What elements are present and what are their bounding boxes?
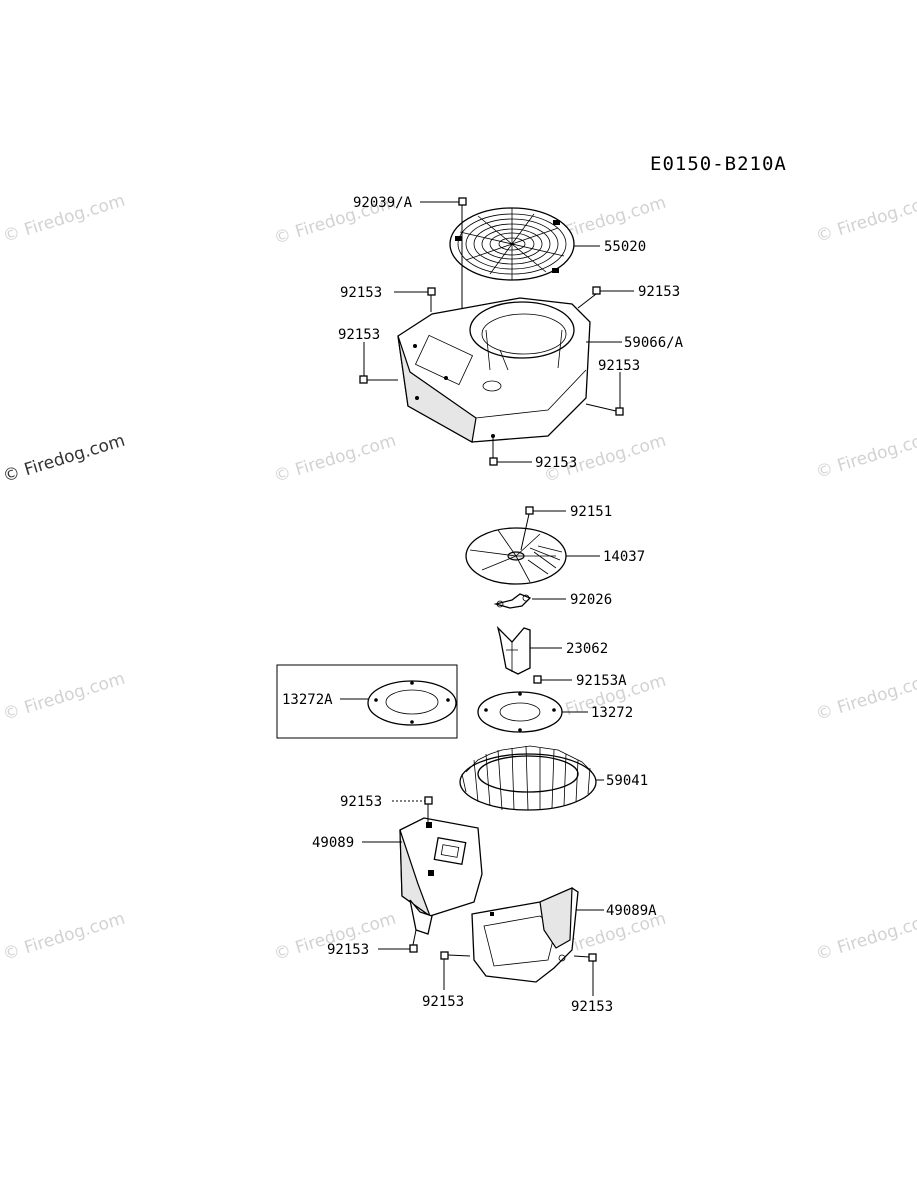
watermark: © Firedog.com (814, 191, 917, 247)
callout-label: 49089A (606, 903, 657, 919)
callout-label: 92153 (638, 284, 680, 300)
part-flywheel-fan[interactable] (459, 745, 597, 811)
part-bolt[interactable] (409, 929, 418, 953)
part-fan-screen[interactable] (449, 207, 575, 281)
callout-label: 59066/A (624, 335, 684, 351)
callout-label: 14037 (603, 549, 645, 565)
diagram-code: E0150-B210A (650, 153, 787, 175)
callout-label: 59041 (606, 773, 648, 789)
part-bolt[interactable] (427, 287, 436, 312)
callout-label: 92153 (571, 999, 613, 1015)
callout-label: 92151 (570, 504, 612, 520)
part-bolt[interactable] (359, 375, 398, 384)
watermark: © Firedog.com (814, 909, 917, 965)
part-fan[interactable] (465, 527, 567, 585)
watermark: © Firedog.com (1, 669, 128, 725)
part-blower-housing[interactable] (397, 297, 591, 443)
callout-label: 92153 (535, 455, 577, 471)
inset-box (276, 664, 458, 739)
part-support[interactable] (496, 625, 531, 675)
watermark: © Firedog.com (814, 669, 917, 725)
watermark: © Firedog.com (1, 909, 128, 965)
watermark: © Firedog.com (1, 431, 128, 487)
callout-label: 92153 (598, 358, 640, 374)
part-bolt[interactable] (440, 951, 471, 960)
part-bolt[interactable] (577, 286, 601, 309)
callout-label: 92153 (422, 994, 464, 1010)
callout-label: 23062 (566, 641, 608, 657)
callout-label: 92153A (576, 673, 627, 689)
part-bracket[interactable] (493, 593, 532, 609)
part-bolt[interactable] (585, 403, 624, 416)
part-bolt[interactable] (489, 438, 498, 466)
callout-label: 49089 (312, 835, 354, 851)
callout-label: 92026 (570, 592, 612, 608)
callout-label: 55020 (604, 239, 646, 255)
callout-label: 92153 (327, 942, 369, 958)
callout-label: 92153 (338, 327, 380, 343)
part-bolt[interactable] (533, 675, 542, 684)
watermark: © Firedog.com (814, 427, 917, 483)
callout-label: 92039/A (353, 195, 413, 211)
part-cover-left[interactable] (399, 817, 483, 935)
watermark: © Firedog.com (1, 191, 128, 247)
part-cover-right[interactable] (471, 887, 579, 983)
part-plate[interactable] (477, 691, 563, 733)
callout-label: 13272 (591, 705, 633, 721)
callout-label: 92153 (340, 285, 382, 301)
callout-label: 92153 (340, 794, 382, 810)
watermark: © Firedog.com (272, 431, 399, 487)
callout-label: 13272A (282, 692, 333, 708)
part-plate-inset[interactable] (367, 680, 457, 726)
